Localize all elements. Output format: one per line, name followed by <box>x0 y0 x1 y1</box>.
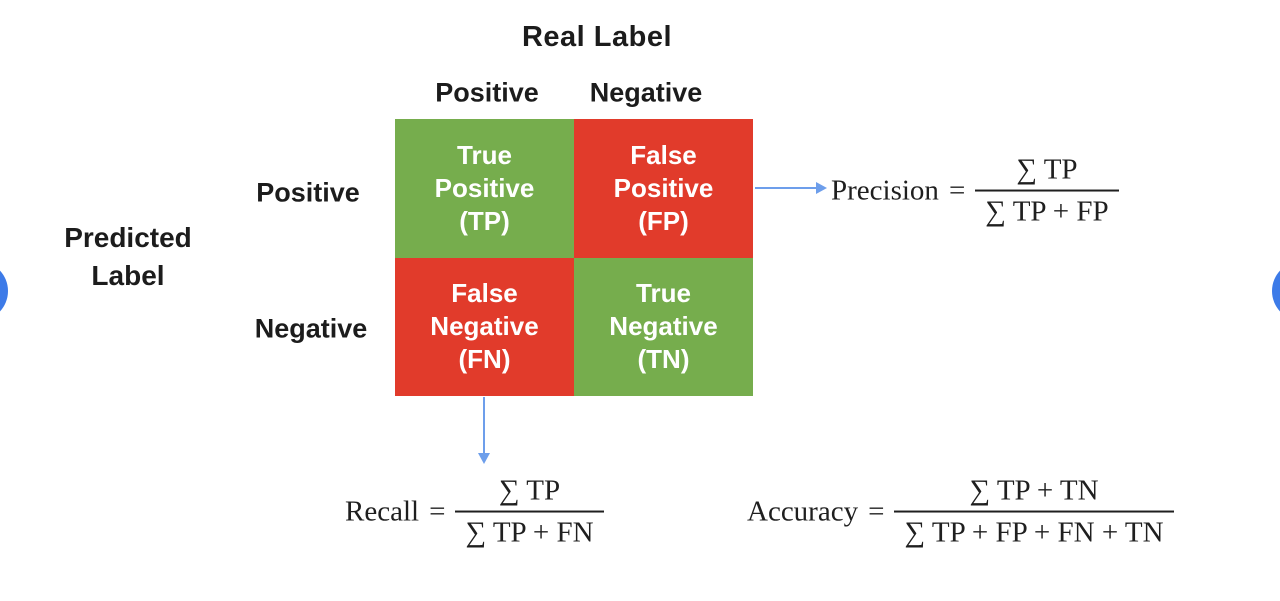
row-header-positive: Positive <box>256 177 360 208</box>
predicted-label-axis: Predicted Label <box>28 219 228 295</box>
col-header-positive: Positive <box>435 77 539 108</box>
prev-page-button[interactable] <box>0 261 8 321</box>
cell-label-line: Positive <box>613 172 714 203</box>
cell-false-negative: False Negative (FN) <box>395 257 574 396</box>
recall-fraction: ∑ TP ∑ TP + FN <box>455 474 604 550</box>
precision-numerator: ∑ TP <box>1016 153 1078 186</box>
cell-label-line: Positive <box>434 172 535 203</box>
recall-formula: Recall = ∑ TP ∑ TP + FN <box>345 475 604 550</box>
precision-arrow <box>755 187 817 189</box>
predicted-axis-line1: Predicted <box>64 222 192 253</box>
recall-denominator: ∑ TP + FN <box>455 511 604 549</box>
cell-true-positive: True Positive (TP) <box>395 119 574 258</box>
accuracy-numerator: ∑ TP + TN <box>969 474 1099 507</box>
cell-label-line: False <box>630 139 697 170</box>
recall-arrow <box>483 397 485 454</box>
real-label-title: Real Label <box>521 21 673 53</box>
precision-formula-name: Precision <box>831 174 939 207</box>
row-header-negative: Negative <box>254 313 368 344</box>
cell-label-line: Negative <box>430 311 539 342</box>
precision-formula: Precision = ∑ TP ∑ TP + FP <box>831 154 1119 229</box>
cell-true-negative: True Negative (TN) <box>574 257 753 396</box>
predicted-axis-line2: Label <box>91 260 165 291</box>
accuracy-denominator: ∑ TP + FP + FN + TN <box>894 511 1174 549</box>
equals-sign: = <box>868 495 885 528</box>
recall-formula-name: Recall <box>345 495 420 528</box>
cell-label-line: (TN) <box>637 344 690 375</box>
equals-sign: = <box>948 174 966 207</box>
cell-label-line: Negative <box>609 311 718 342</box>
accuracy-formula: Accuracy = ∑ TP + TN ∑ TP + FP + FN + TN <box>747 475 1174 550</box>
precision-denominator: ∑ TP + FP <box>975 190 1119 228</box>
recall-numerator: ∑ TP <box>498 474 561 507</box>
cell-false-positive: False Positive (FP) <box>574 119 753 258</box>
col-header-negative: Negative <box>589 77 703 108</box>
accuracy-formula-name: Accuracy <box>747 495 859 528</box>
confusion-matrix: True Positive (TP) False Positive (FP) F… <box>395 119 753 396</box>
accuracy-fraction: ∑ TP + TN ∑ TP + FP + FN + TN <box>894 474 1174 550</box>
precision-arrowhead-icon <box>816 182 827 194</box>
equals-sign: = <box>429 495 446 528</box>
cell-label-line: False <box>451 278 518 309</box>
precision-fraction: ∑ TP ∑ TP + FP <box>975 153 1119 229</box>
recall-arrowhead-icon <box>478 453 490 464</box>
cell-label-line: (FP) <box>638 205 689 236</box>
cell-label-line: True <box>636 278 691 309</box>
next-page-button[interactable] <box>1272 261 1280 321</box>
cell-label-line: (FN) <box>458 344 511 375</box>
cell-label-line: True <box>457 139 512 170</box>
cell-label-line: (TP) <box>459 205 510 236</box>
